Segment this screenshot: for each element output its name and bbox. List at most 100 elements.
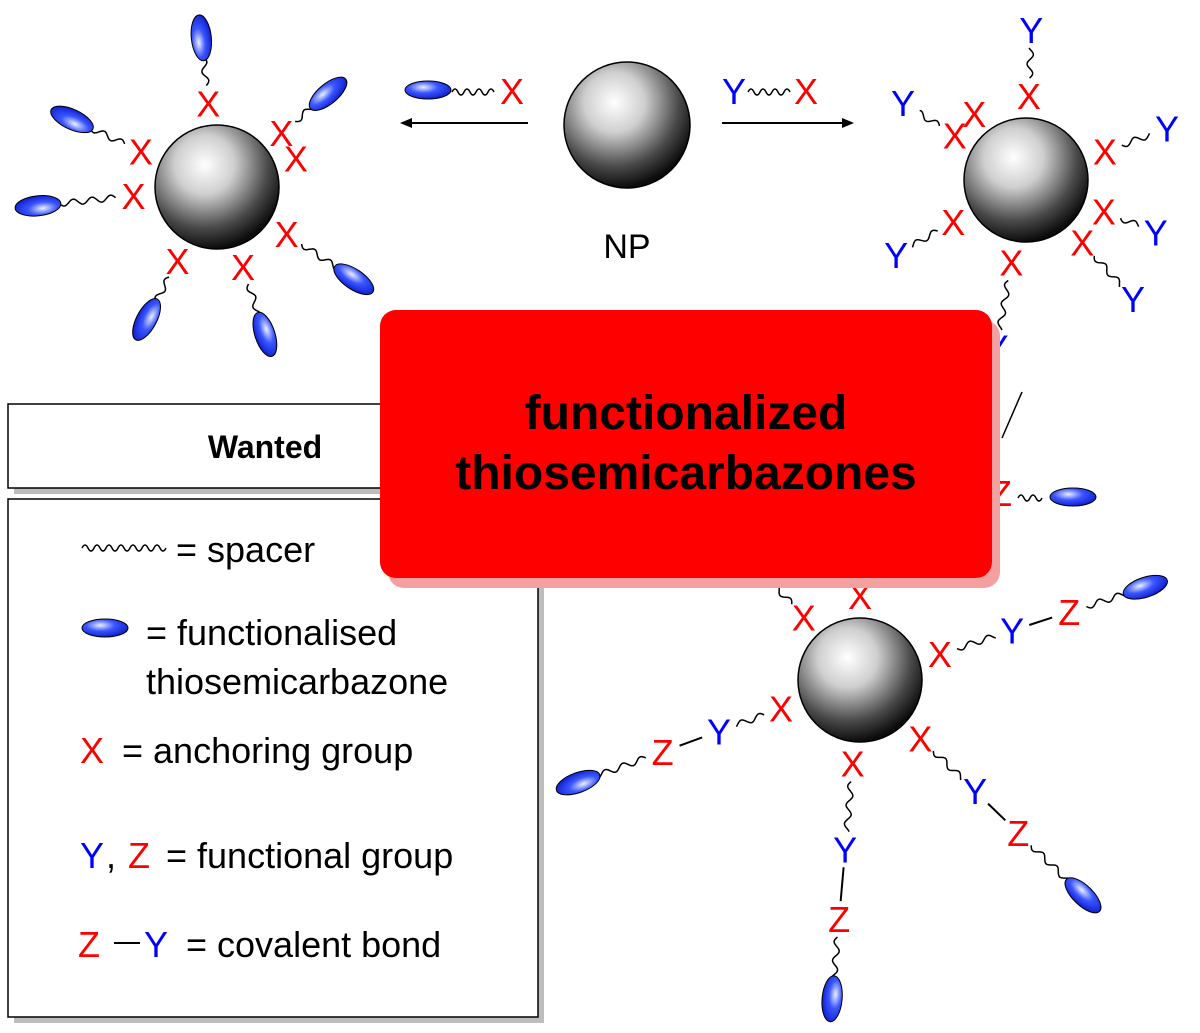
thiosemicarbazone-ellipse: [555, 769, 601, 796]
spacer: [735, 712, 765, 728]
anchor-x-label: X: [943, 115, 967, 156]
covalent-bond: [987, 802, 1007, 822]
reagent-ellipse: [404, 80, 452, 100]
spacer: [997, 279, 1010, 331]
thiosemicarbazone-ellipse: [1064, 877, 1102, 914]
thiosemicarbazone-ellipse: [821, 975, 843, 1023]
spacer: [911, 229, 938, 248]
anchor-x-label: X: [928, 634, 952, 675]
legend-bond-z: Z: [78, 924, 100, 965]
reagent-spacer-right: [747, 88, 791, 96]
spacer: [1093, 255, 1121, 287]
functional-y-label: Y: [1121, 279, 1145, 320]
anchor-x-label: X: [166, 241, 190, 282]
anchor-x-label: X: [941, 202, 965, 243]
legend-comma: ,: [106, 835, 116, 876]
spacer: [89, 127, 126, 145]
spacer: [201, 57, 210, 87]
functional-y-label: Y: [891, 83, 915, 124]
spacer: [1121, 132, 1151, 148]
functional-y-label: Y: [833, 829, 857, 870]
functional-z-label: Z: [652, 732, 674, 773]
thiosemicarbazone-ellipse: [14, 195, 62, 217]
spacer: [246, 283, 263, 315]
partial-spacer: [1017, 494, 1043, 502]
spacer: [843, 781, 854, 832]
functional-y-label: Y: [1155, 109, 1179, 150]
reagent-x-left: X: [500, 71, 524, 112]
banner-line1: functionalized: [524, 387, 848, 440]
reagent-y: Y: [722, 71, 746, 112]
legend-ts-line2: thiosemicarbazone: [146, 661, 448, 702]
legend-y-symbol: Y: [80, 835, 104, 876]
legend-covalent: = covalent bond: [186, 924, 441, 965]
covalent-bond: [839, 867, 845, 902]
spacer: [770, 582, 793, 605]
functional-y-label: Y: [1000, 611, 1024, 652]
functional-z-label: Z: [828, 899, 850, 940]
anchor-x-label: X: [1017, 76, 1041, 117]
spacer: [57, 194, 117, 207]
anchor-x-label: X: [269, 113, 293, 154]
spacer: [1119, 217, 1140, 228]
reagent-spacer-left: [451, 88, 495, 96]
functional-y-label: Y: [884, 235, 908, 276]
nanoparticle-left-sphere: [154, 124, 280, 250]
thiosemicarbazone-ellipse: [1122, 574, 1168, 600]
anchor-x-label: X: [908, 718, 932, 759]
anchor-x-label: X: [284, 138, 308, 179]
title-banner: functionalized thiosemicarbazones: [380, 310, 992, 578]
spacer-symbol: [81, 544, 167, 552]
legend-x-symbol: X: [80, 730, 104, 771]
thiosemicarbazone-ellipse: [333, 263, 375, 296]
spacer: [598, 755, 647, 778]
anchor-x-label: X: [1092, 191, 1116, 232]
spacer: [831, 936, 840, 978]
spacer: [919, 109, 941, 127]
anchor-x-label: X: [129, 132, 153, 173]
thiosemicarbazone-ellipse: [50, 105, 94, 134]
anchor-x-label: X: [841, 744, 865, 785]
bond-line-partial: [1001, 391, 1023, 439]
spacer: [154, 276, 170, 302]
legend-spacer: = spacer: [176, 529, 315, 570]
partial-z-label: Z: [990, 473, 1012, 514]
thiosemicarbazone-ellipse: [308, 76, 348, 111]
anchor-x-label: X: [231, 247, 255, 288]
wanted-title: Wanted: [208, 429, 322, 465]
np-label: NP: [603, 228, 650, 266]
reagent-x-right: X: [794, 71, 818, 112]
anchor-x-label: X: [792, 598, 816, 639]
spacer: [1030, 845, 1069, 880]
functional-y-label: Y: [1019, 10, 1043, 51]
spacer: [956, 634, 997, 651]
anchor-x-label: X: [1070, 222, 1094, 263]
legend-functional: = functional group: [166, 835, 453, 876]
spacer: [1026, 47, 1035, 79]
anchor-x-label: X: [121, 176, 145, 217]
legend-ts-line1: = functionalised: [146, 612, 397, 653]
covalent-bond: [1028, 616, 1053, 626]
banner-line2: thiosemicarbazones: [455, 447, 917, 500]
functional-y-label: Y: [707, 711, 731, 752]
spacer: [1086, 592, 1126, 609]
nanoparticle-coupled: XYXYZXYZXYZXYZX: [555, 549, 1168, 1023]
partial-ellipse: [1049, 487, 1097, 507]
nanoparticle-right-sphere: [963, 117, 1089, 243]
anchor-x-label: X: [196, 83, 220, 124]
anchor-x-label: X: [769, 689, 793, 730]
nanoparticle-bottom-sphere: [797, 617, 923, 743]
thiosemicarbazone-ellipse: [132, 298, 162, 341]
anchor-x-label: X: [999, 243, 1023, 284]
legend-box: [7, 498, 539, 1018]
anchor-x-label: X: [1093, 131, 1117, 172]
spacer: [300, 243, 337, 272]
legend-anchor: = anchoring group: [122, 730, 413, 771]
covalent-bond: [679, 736, 703, 747]
nanoparticle-center: [563, 61, 691, 189]
thiosemicarbazone-ellipse: [252, 311, 278, 358]
thiosemicarbazone-ellipse: [190, 14, 213, 62]
spacer: [295, 108, 315, 123]
